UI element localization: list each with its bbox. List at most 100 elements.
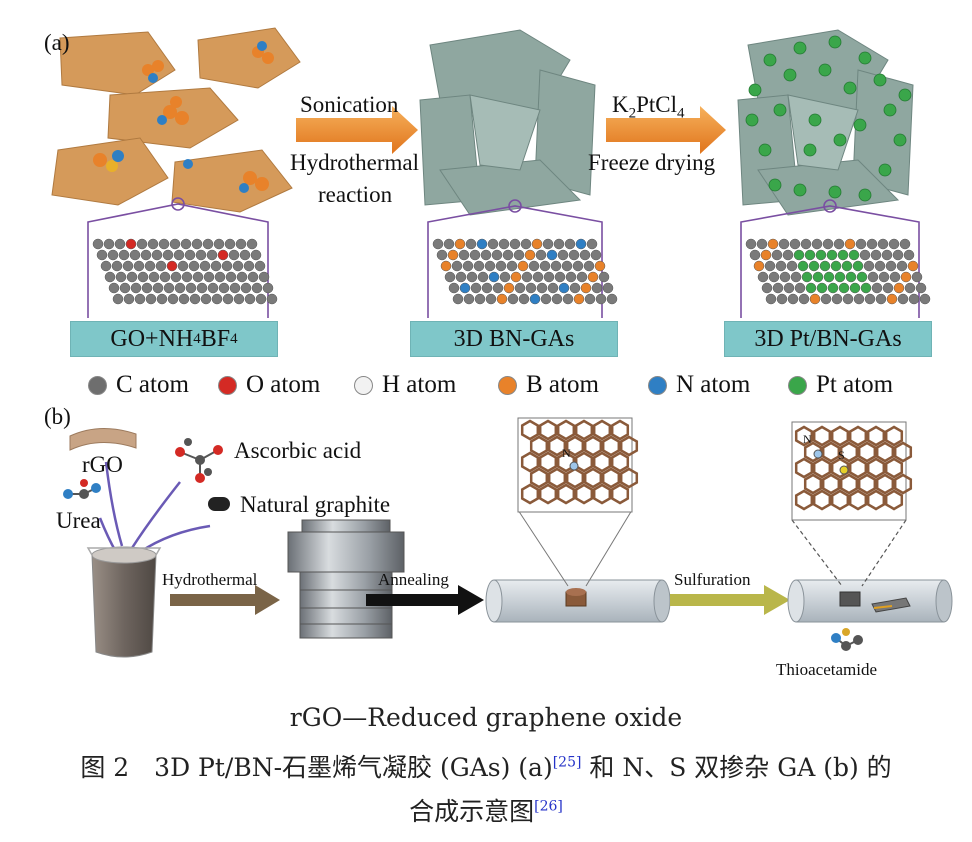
lattice-atom [436,249,448,261]
lattice-atom [169,238,181,250]
hex-ring [610,419,630,441]
lattice-atom [115,271,127,283]
lattice-atom [899,238,911,250]
lattice-atom [867,271,879,283]
lattice-atom [130,282,142,294]
sulfuration-step-label: Sulfuration [674,570,751,589]
lattice-atom [509,238,521,250]
lattice-atom [155,260,167,272]
lattice-atom [532,271,544,283]
hex-ring [821,441,841,463]
dopant-atom [813,449,823,459]
lattice-atom [502,249,514,261]
lattice-atom [896,260,908,272]
hex-ring [839,473,859,495]
lattice-atom [123,293,135,305]
hex-ring [884,489,904,511]
lattice-atom [258,271,270,283]
lattice-atom [244,293,256,305]
lattice-atom [900,271,912,283]
ref-25-link[interactable]: [25] [552,754,582,771]
lattice-atom [222,293,234,305]
lattice-atom [163,282,175,294]
lattice-atom [180,238,192,250]
freeze-drying-label: Freeze drying [588,150,716,175]
lattice-atom [830,260,842,272]
lattice-atom [447,249,459,261]
lattice-atom [878,271,890,283]
hex-ring [556,483,576,505]
lattice-atom [488,271,500,283]
lattice-atom [495,260,507,272]
synthesis-schematic [51,27,953,658]
lattice-atom [848,249,860,261]
ascorbic-acid-molecule-icon [175,438,223,483]
lattice-atom [842,293,854,305]
lattice-atom [145,293,157,305]
hex-ring [610,451,630,473]
zoom-lines-lattice-1 [517,509,633,587]
lattice-atom [463,293,475,305]
hex-ring [848,425,868,447]
legend-dot [218,375,237,395]
caption-title-line-1: 图 2 3D Pt/BN-石墨烯气凝胶 (GAs) (a)[25] 和 N、S … [80,753,892,782]
lattice-atom [783,282,795,294]
lattice-atom [173,249,185,261]
lattice-atom [455,271,467,283]
lattice-atom [195,249,207,261]
lattice-atom [598,271,610,283]
lattice-atom [816,282,828,294]
lattice-atom [529,293,541,305]
lattice-atom [815,249,827,261]
lattice-atom [221,260,233,272]
lattice-atom [886,293,898,305]
lattice-atom [531,238,543,250]
lattice-atom [543,271,555,283]
lattice-atom [885,260,897,272]
lattice-atom [812,271,824,283]
lattice-atom [859,249,871,261]
legend-label: B atom [526,371,599,398]
legend-item: B atom [498,371,599,399]
ref-26-link[interactable]: [26] [534,798,563,815]
lattice-atom [250,249,262,261]
lattice-atom [517,260,529,272]
lattice-atom [507,293,519,305]
dopant-atom [569,461,579,471]
bn-ga-aerogel [419,29,596,216]
lattice-atom [228,249,240,261]
hex-ring [574,419,594,441]
lattice-atom [776,293,788,305]
lattice-atom [499,271,511,283]
hex-ring [794,425,814,447]
beaker-icon [86,546,162,658]
hex-ring [520,451,540,473]
n-doped-hex-lattice [520,419,639,505]
hex-ring [794,489,814,511]
lattice-atom [191,238,203,250]
lattice-atom [514,282,526,294]
lattice-atom [159,271,171,283]
lattice-atom [553,238,565,250]
lattice-atom [107,249,119,261]
arrow-sonication [296,106,418,154]
lattice-atom [185,282,197,294]
lattice-atom [503,282,515,294]
natural-graphite-icon [208,497,230,511]
lattice-atom [498,238,510,250]
lattice-atom [870,249,882,261]
lattice-atom [565,271,577,283]
legend-item: C atom [88,371,189,399]
lattice-atom [465,238,477,250]
lattice-atom [863,260,875,272]
lattice-atom [112,293,124,305]
lattice-atom [218,282,230,294]
lattice-atom [789,238,801,250]
lattice-atom [831,293,843,305]
lattice-atom [591,282,603,294]
lattice-atom [462,260,474,272]
hex-ring [520,419,540,441]
hex-ring [565,435,585,457]
lattice-atom [528,260,540,272]
